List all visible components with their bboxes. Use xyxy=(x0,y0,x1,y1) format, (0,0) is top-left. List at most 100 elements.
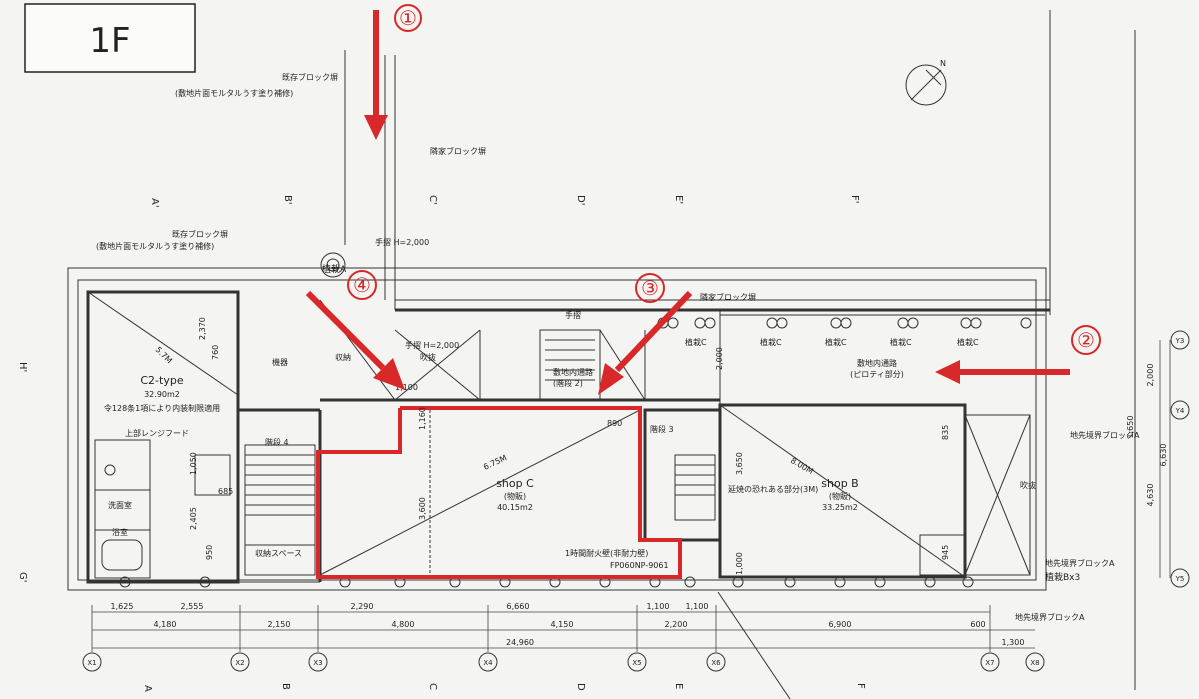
neighbor-block-label-1: 隣家ブロック塀 xyxy=(430,146,486,156)
svg-text:A: A xyxy=(142,685,153,692)
planting-c-4: 植栽C xyxy=(890,337,912,347)
svg-text:D: D xyxy=(575,683,586,691)
svg-text:N: N xyxy=(940,59,946,68)
svg-text:①: ① xyxy=(399,6,417,30)
storage-label: 収納スペース xyxy=(255,548,302,558)
shop-c-area: 40.15m2 xyxy=(497,503,533,512)
svg-text:X1: X1 xyxy=(87,659,96,667)
piloti-sub-label: (ピロティ部分) xyxy=(850,369,904,379)
arrow-2: ② xyxy=(935,325,1101,384)
stair-2-label: (階段 2) xyxy=(553,378,583,388)
handrail-1: 手摺 H=2,000 xyxy=(375,237,429,247)
svg-text:1,650: 1,650 xyxy=(1126,416,1135,439)
shop-c-sub: (物販) xyxy=(504,491,526,501)
neighbor-block-label-2: 隣家ブロック塀 xyxy=(700,292,756,302)
planting-c-markers xyxy=(657,317,1032,329)
shop-c-diag: 6.75M xyxy=(482,453,508,472)
svg-text:1,100: 1,100 xyxy=(686,602,709,611)
shop-b-name: shop B xyxy=(821,477,858,490)
svg-text:C': C' xyxy=(427,195,438,205)
svg-text:685: 685 xyxy=(218,487,233,496)
svg-text:2,000: 2,000 xyxy=(715,347,724,370)
svg-text:2,150: 2,150 xyxy=(268,620,291,629)
shop-c-dim: 3,600 xyxy=(418,497,427,520)
planting-c-3: 植栽C xyxy=(825,337,847,347)
svg-text:G': G' xyxy=(17,572,28,583)
svg-text:B: B xyxy=(280,683,291,690)
grid-y-markers: Y3 Y4 Y5 xyxy=(1159,330,1190,588)
svg-text:2,000: 2,000 xyxy=(1146,364,1155,387)
boundary-a-label-1: 地先境界ブロックA xyxy=(1070,430,1140,440)
handrail-2: 手摺 H=2,000 xyxy=(405,340,459,350)
svg-text:H': H' xyxy=(17,362,28,372)
block-wall-sub-2: (敷地片面モルタルうす塗り補修) xyxy=(96,241,214,251)
section-markers: A' B' C' D' E' F' A B C D E F G' H' xyxy=(17,195,866,692)
svg-text:X7: X7 xyxy=(985,659,994,667)
svg-text:X4: X4 xyxy=(483,659,493,667)
piloti-label: 敷地内通路 xyxy=(857,358,897,368)
boundary-a-label-2: 地先境界ブロックA xyxy=(1045,558,1115,568)
svg-text:4,630: 4,630 xyxy=(1146,484,1155,507)
svg-text:C: C xyxy=(427,683,438,690)
fire-note: 延焼の恐れある部分(3M) xyxy=(728,484,818,494)
svg-text:F: F xyxy=(855,683,866,689)
svg-text:③: ③ xyxy=(641,276,659,300)
stair-3-label: 階段 3 xyxy=(650,424,674,434)
svg-text:1,100: 1,100 xyxy=(647,602,670,611)
svg-text:④: ④ xyxy=(353,273,371,297)
shop-c-outline xyxy=(316,406,682,579)
block-wall-sub-1: (敷地片面モルタルうす塗り補修) xyxy=(175,88,293,98)
svg-text:X5: X5 xyxy=(632,659,641,667)
svg-text:1,000: 1,000 xyxy=(735,552,744,575)
arrow-1: ① xyxy=(364,4,422,140)
svg-text:3,650: 3,650 xyxy=(735,452,744,475)
svg-text:A': A' xyxy=(149,198,160,208)
svg-text:4,800: 4,800 xyxy=(392,620,415,629)
svg-text:945: 945 xyxy=(941,545,950,560)
planting-c-1: 植栽C xyxy=(685,337,707,347)
svg-text:1,100: 1,100 xyxy=(395,383,418,392)
grid-x-markers: X1 X2 X3 X4 X5 X6 X7 X8 xyxy=(82,652,1045,672)
svg-text:835: 835 xyxy=(941,425,950,440)
svg-text:1,050: 1,050 xyxy=(189,452,198,475)
washroom-label: 洗面室 xyxy=(108,500,132,510)
svg-text:Y5: Y5 xyxy=(1175,575,1185,583)
c2-diag-label: 5.7M xyxy=(154,345,174,365)
block-wall-label-2: 既存ブロック塀 xyxy=(172,229,228,239)
svg-text:1,625: 1,625 xyxy=(111,602,134,611)
arrow-4: ④ xyxy=(305,270,405,390)
svg-text:F': F' xyxy=(849,195,860,204)
svg-text:E': E' xyxy=(673,195,684,204)
svg-text:②: ② xyxy=(1077,328,1095,352)
passage-label: 敷地内通路 xyxy=(553,367,593,377)
svg-text:X6: X6 xyxy=(711,659,721,667)
north-arrow-icon: N xyxy=(905,59,947,106)
shuno-label: 収納 xyxy=(335,352,351,362)
fireproof-code: FP060NP-9061 xyxy=(610,561,669,570)
boundary-a-label-3: 地先境界ブロックA xyxy=(1015,612,1085,622)
svg-text:950: 950 xyxy=(205,545,214,560)
svg-text:2,555: 2,555 xyxy=(181,602,204,611)
svg-text:6,630: 6,630 xyxy=(1159,444,1168,467)
planting-a-label: 植栽A xyxy=(322,263,347,275)
kiki-label: 機器 xyxy=(272,357,288,367)
stair-4-label: 階段 4 xyxy=(265,437,289,447)
svg-text:6,900: 6,900 xyxy=(829,620,852,629)
svg-text:4,180: 4,180 xyxy=(154,620,177,629)
planting-a-marker xyxy=(320,252,346,278)
fireproof-label: 1時間耐火壁(非耐力壁) xyxy=(565,548,648,558)
floor-label-box xyxy=(24,3,196,73)
svg-text:D': D' xyxy=(575,195,586,205)
svg-text:600: 600 xyxy=(970,620,985,629)
svg-text:2,290: 2,290 xyxy=(351,602,374,611)
shop-b-diag: 8.00M xyxy=(789,456,815,476)
c2-type-note: 令128条1項により内装制限適用 xyxy=(104,403,220,413)
svg-text:X3: X3 xyxy=(313,659,322,667)
svg-text:2,200: 2,200 xyxy=(665,620,688,629)
c2-type-area: 32.90m2 xyxy=(144,390,180,399)
svg-text:4,150: 4,150 xyxy=(551,620,574,629)
svg-text:2,370: 2,370 xyxy=(198,317,207,340)
svg-text:1,160: 1,160 xyxy=(418,407,427,430)
svg-text:Y4: Y4 xyxy=(1175,407,1185,415)
